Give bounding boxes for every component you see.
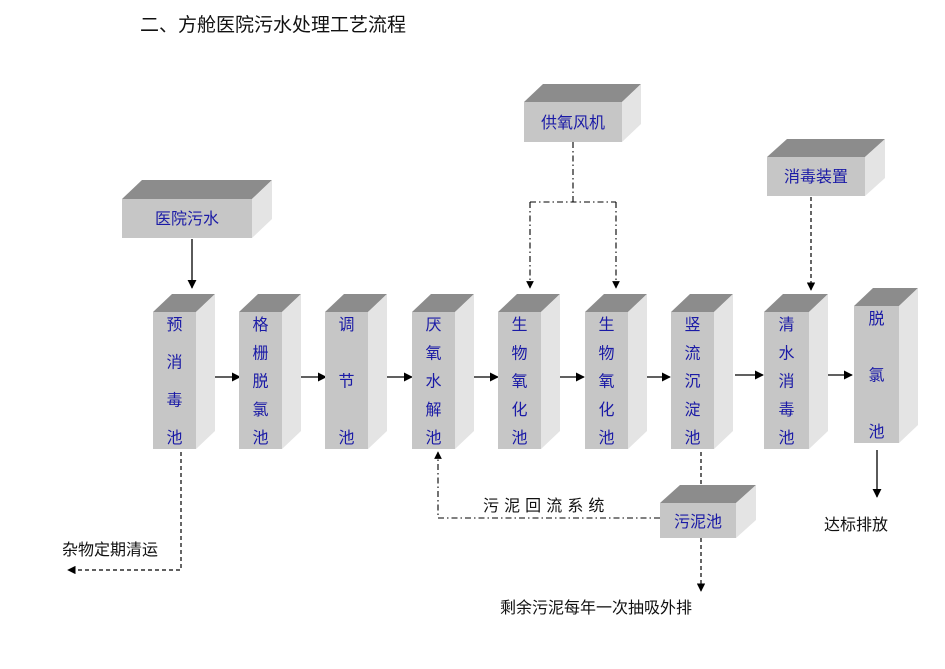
sludge-return-line <box>434 451 660 519</box>
air-line-blower-main <box>530 142 616 203</box>
bio-oxidation-tank-1-label: 生物氧化池 <box>511 315 527 447</box>
wastewater-label: 医院污水 <box>155 209 219 228</box>
vertical-settling-tank-label: 竖流沉淀池 <box>684 315 700 447</box>
blower-label: 供氧风机 <box>541 113 605 132</box>
discharge-label: 达标排放 <box>824 515 888 534</box>
clear-water-disinfection-tank-label: 清水消毒池 <box>778 315 794 447</box>
dechlorination-tank-box: 脱氯池 <box>854 288 918 443</box>
sludge-return-label: 污 泥 回 流 系 统 <box>483 496 604 515</box>
vertical-settling-tank-box: 竖流沉淀池 <box>671 294 733 449</box>
sludge-tank-box: 污泥池 <box>660 485 756 538</box>
process-stages: 预消毒池 格栅脱氯池 调节池 厌氧水解池 生物氧化池 生物氧化池 竖流沉淀池 清水消毒池 脱氯池 <box>153 288 918 449</box>
pre-disinfection-tank-label: 预消毒池 <box>166 315 182 447</box>
grille-dechlorination-tank-box: 格栅脱氯池 <box>239 294 301 449</box>
page-title: 二、方舱医院污水处理工艺流程 <box>140 14 407 36</box>
anaerobic-hydrolysis-tank-label: 厌氧水解池 <box>425 315 441 447</box>
bio-oxidation-tank-2-label: 生物氧化池 <box>598 315 614 447</box>
bio-oxidation-tank-2-box: 生物氧化池 <box>585 294 647 449</box>
regulating-tank-box: 调节池 <box>325 294 387 449</box>
disinfection-device-box: 消毒装置 <box>767 139 885 196</box>
grille-dechlorination-tank-label: 格栅脱氯池 <box>252 315 268 447</box>
pre-disinfection-tank-box: 预消毒池 <box>153 294 215 449</box>
bio-oxidation-tank-1-box: 生物氧化池 <box>498 294 560 449</box>
anaerobic-hydrolysis-tank-box: 厌氧水解池 <box>412 294 474 449</box>
wastewater-box: 医院污水 <box>122 180 272 238</box>
sludge-disposal-label: 剩余污泥每年一次抽吸外排 <box>500 598 692 617</box>
regulating-tank-label: 调节池 <box>338 315 354 447</box>
blower-box: 供氧风机 <box>524 84 641 142</box>
sludge-tank-label: 污泥池 <box>674 512 722 531</box>
disinfection-device-label: 消毒装置 <box>784 167 848 186</box>
clear-water-disinfection-tank-box: 清水消毒池 <box>764 294 828 449</box>
debris-removal-label: 杂物定期清运 <box>62 540 158 559</box>
dechlorination-tank-label: 脱氯池 <box>868 309 884 441</box>
